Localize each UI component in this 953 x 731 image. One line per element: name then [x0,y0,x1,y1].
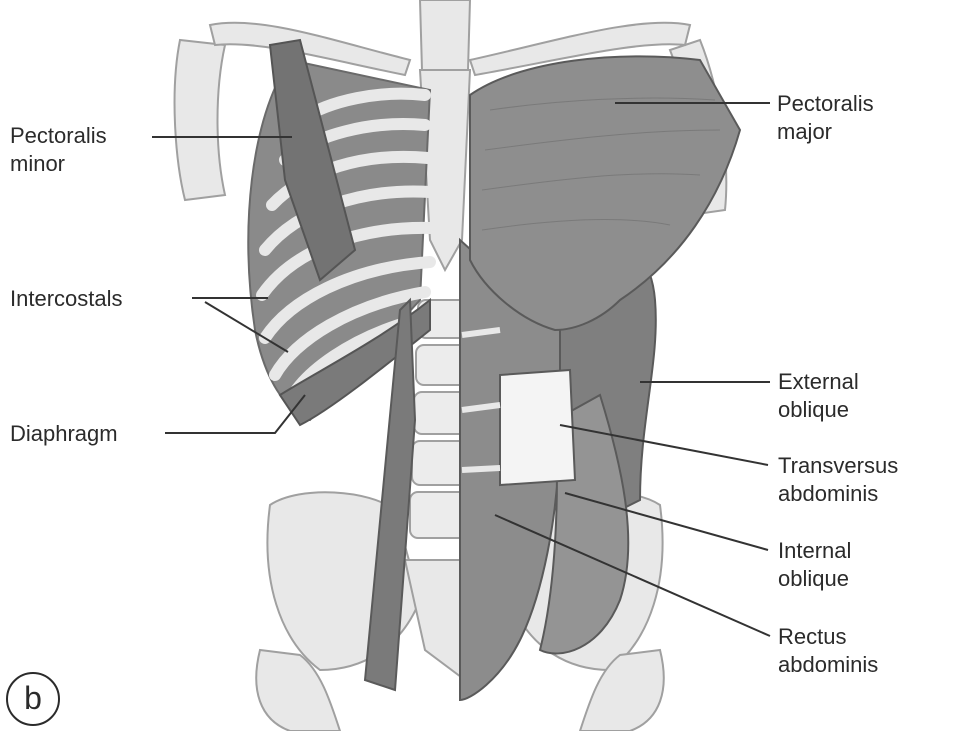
label-pectoralis-minor: Pectoralis minor [10,122,107,178]
panel-letter-badge: b [6,672,60,726]
label-internal-oblique: Internal oblique [778,537,851,593]
label-external-oblique: External oblique [778,368,859,424]
label-line: abdominis [778,480,898,508]
tendinous-intersection [462,468,500,470]
label-intercostals: Intercostals [10,285,123,313]
label-transversus-abdominis: Transversus abdominis [778,452,898,508]
cervical-spine [420,0,470,70]
transversus-abdominis-muscle [500,370,575,485]
label-pectoralis-major: Pectoralis major [777,90,874,146]
label-diaphragm: Diaphragm [10,420,118,448]
label-line: major [777,118,874,146]
label-line: Pectoralis [777,90,874,118]
label-line: oblique [778,396,859,424]
label-line: oblique [778,565,851,593]
pectoralis-major-muscle [470,56,740,330]
label-line: Internal [778,537,851,565]
label-line: minor [10,150,107,178]
label-line: Pectoralis [10,122,107,150]
label-line: Transversus [778,452,898,480]
label-rectus-abdominis: Rectus abdominis [778,623,878,679]
label-line: External [778,368,859,396]
label-line: Diaphragm [10,420,118,448]
left-humerus [175,40,225,200]
label-line: Intercostals [10,285,123,313]
label-line: Rectus [778,623,878,651]
label-line: abdominis [778,651,878,679]
